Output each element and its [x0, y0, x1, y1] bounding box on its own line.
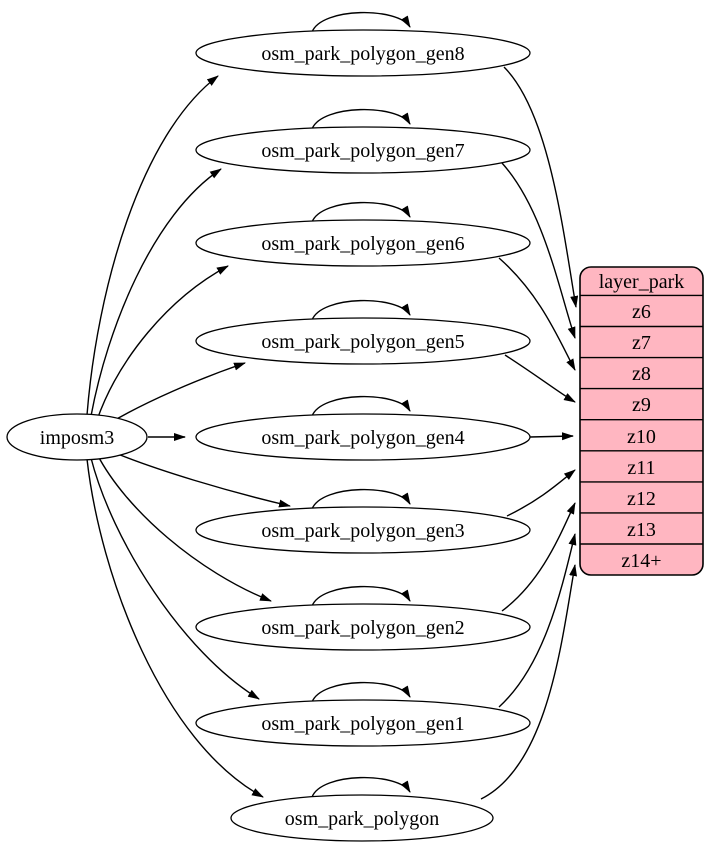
- gen3-ellipse: [195, 506, 531, 554]
- edge-gen8-to-z6: [503, 66, 579, 308]
- node-osm-park-polygon-gen4: osm_park_polygon_gen4: [195, 413, 531, 461]
- imposm3-label: imposm3: [40, 427, 114, 449]
- edge-imposm3-to-gen7: [90, 168, 222, 417]
- node-imposm3: imposm3: [6, 413, 148, 461]
- edge-osm-park-polygon-to-z14plus: [480, 564, 578, 800]
- self-loop-gen6: [311, 201, 411, 223]
- node-osm-park-polygon-gen6: osm_park_polygon_gen6: [195, 219, 531, 267]
- layer-park-row-z11: z11: [627, 457, 655, 479]
- edge-imposm3-to-gen1: [90, 457, 260, 700]
- edge-imposm3-to-gen5: [107, 362, 246, 425]
- self-loop-gen4: [311, 395, 411, 417]
- self-loop-gen8: [311, 11, 411, 33]
- gen4-ellipse: [195, 413, 531, 461]
- edge-gen3-to-z11: [506, 469, 576, 517]
- osm-park-polygon-label: osm_park_polygon: [285, 808, 439, 830]
- node-osm-park-polygon-gen7: osm_park_polygon_gen7: [195, 126, 531, 174]
- gen1-label: osm_park_polygon_gen1: [261, 713, 464, 735]
- edge-gen5-to-z9: [504, 354, 576, 403]
- edge-imposm3-to-gen3: [107, 449, 291, 508]
- gen6-label: osm_park_polygon_gen6: [261, 233, 464, 255]
- self-loop-gen5: [311, 299, 411, 321]
- edge-imposm3-to-gen6: [96, 265, 229, 421]
- layer-park-row-z12: z12: [627, 488, 656, 510]
- edge-gen1-to-z13: [498, 533, 577, 708]
- layer-park-row-z13: z13: [627, 519, 656, 541]
- layer-park-box: [579, 266, 704, 576]
- layer-park-row-z10: z10: [627, 426, 656, 448]
- gen6-ellipse: [195, 219, 531, 267]
- self-loop-gen1: [311, 681, 411, 703]
- gen5-label: osm_park_polygon_gen5: [261, 331, 464, 353]
- edge-gen2-to-z12: [501, 502, 576, 612]
- edge-gen6-to-z8: [498, 257, 576, 371]
- self-loop-gen2: [311, 585, 411, 607]
- imposm3-ellipse: [6, 413, 148, 461]
- node-layer-park: layer_park z6 z7 z8 z9 z10 z11 z12 z13 z…: [579, 266, 704, 576]
- node-osm-park-polygon-gen8: osm_park_polygon_gen8: [195, 29, 531, 77]
- layer-park-title: layer_park: [599, 271, 685, 293]
- gen5-ellipse: [195, 317, 531, 365]
- gen2-label: osm_park_polygon_gen2: [261, 617, 464, 639]
- gen2-ellipse: [195, 603, 531, 651]
- node-osm-park-polygon: osm_park_polygon: [230, 794, 494, 842]
- layer-park-row-z8: z8: [632, 363, 651, 385]
- node-osm-park-polygon-gen2: osm_park_polygon_gen2: [195, 603, 531, 651]
- edge-imposm3-to-osm-park-polygon: [86, 458, 264, 798]
- node-osm-park-polygon-gen3: osm_park_polygon_gen3: [195, 506, 531, 554]
- layer-park-row-z6: z6: [632, 301, 651, 323]
- edges-from-source: [86, 75, 291, 798]
- node-osm-park-polygon-gen5: osm_park_polygon_gen5: [195, 317, 531, 365]
- self-loop-osm-park-polygon: [311, 776, 411, 798]
- node-osm-park-polygon-gen1: osm_park_polygon_gen1: [195, 699, 531, 747]
- edges-to-layer: [480, 66, 579, 800]
- layer-park-row-z7: z7: [632, 332, 651, 354]
- edge-gen4-to-z10: [529, 432, 574, 441]
- edge-gen7-to-z7: [501, 162, 576, 339]
- gen4-label: osm_park_polygon_gen4: [261, 427, 464, 449]
- self-loop-edges: [311, 11, 411, 798]
- gen3-label: osm_park_polygon_gen3: [261, 520, 464, 542]
- edge-imposm3-to-gen8: [86, 75, 219, 416]
- edge-imposm3-to-gen2: [96, 453, 272, 602]
- gen8-ellipse: [195, 29, 531, 77]
- osm-park-polygon-ellipse: [230, 794, 494, 842]
- self-loop-gen7: [311, 108, 411, 130]
- gen1-ellipse: [195, 699, 531, 747]
- gen8-label: osm_park_polygon_gen8: [261, 43, 464, 65]
- layer-park-row-z14plus: z14+: [621, 550, 661, 572]
- layer-park-row-z9: z9: [632, 394, 651, 416]
- gen7-label: osm_park_polygon_gen7: [261, 140, 464, 162]
- gen7-ellipse: [195, 126, 531, 174]
- self-loop-gen3: [311, 488, 411, 510]
